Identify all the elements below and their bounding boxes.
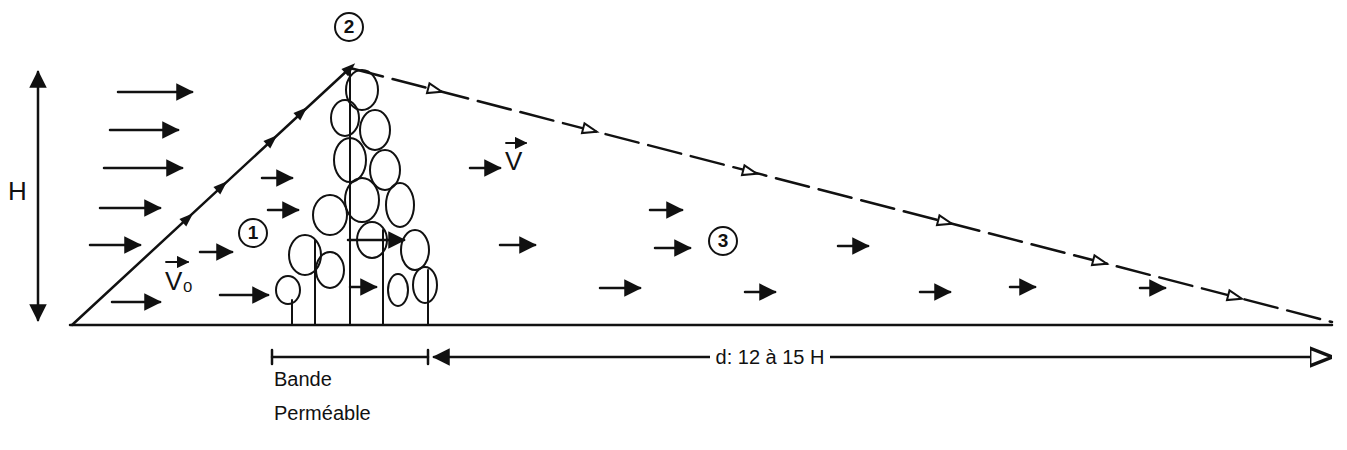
distance-label: d: 12 à 15 H <box>710 345 831 369</box>
callout-number: 1 <box>238 218 268 248</box>
band-label: Bande Perméable <box>274 362 379 430</box>
vector-label: V <box>505 146 522 177</box>
callout-number: 3 <box>708 226 738 256</box>
height-label: H <box>8 176 27 207</box>
callout-number: 2 <box>334 12 364 42</box>
vector-label: V₀ <box>165 266 193 297</box>
